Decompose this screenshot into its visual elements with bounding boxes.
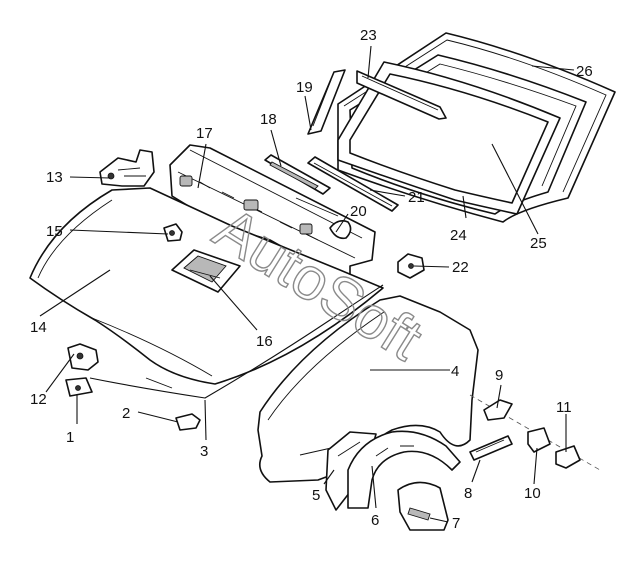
wheel-arch-liner [347,430,461,509]
hood-hinge [99,149,155,187]
hood-scoop [171,249,241,293]
callout-24: 24 [450,227,467,244]
callout-7: 7 [452,515,460,532]
upper-trim-strip [356,70,447,120]
callout-23: 23 [360,27,377,44]
clip-11 [555,445,581,469]
callout-20: 20 [350,203,367,220]
callout-17: 17 [196,125,213,142]
mud-flap [397,481,449,531]
callout-15: 15 [46,223,63,240]
callout-2: 2 [122,405,130,422]
lock-striker [65,377,93,397]
callout-22: 22 [452,259,469,276]
callout-5: 5 [312,487,320,504]
callout-12: 12 [30,391,47,408]
clip-10 [527,427,551,453]
cowl-trim-strip [307,156,399,212]
cowl-vent-grille [329,220,352,240]
callout-4: 4 [451,363,459,380]
callout-26: 26 [576,63,593,80]
hood-release-cable [89,284,384,399]
callout-25: 25 [530,235,547,252]
wiper-deflector [264,154,331,195]
callout-1: 1 [66,429,74,446]
cowl-panel [169,144,376,283]
callout-19: 19 [296,79,313,96]
windshield-frame [337,61,561,215]
callout-18: 18 [260,111,277,128]
callout-21: 21 [408,189,425,206]
hood-latch-bracket [163,223,183,242]
fender-clip [483,399,513,421]
a-pillar-trim [307,69,346,135]
callout-10: 10 [524,485,541,502]
callout-8: 8 [464,485,472,502]
callout-6: 6 [371,512,379,529]
hood-lock [67,343,99,371]
bracket-22 [397,253,425,279]
callout-labels: 1 2 3 4 5 6 7 8 9 10 11 12 13 14 15 16 1… [30,27,593,532]
callout-16: 16 [256,333,273,350]
leader-lines [39,45,575,523]
callout-3: 3 [200,443,208,460]
release-handle [175,413,201,431]
side-repeater [469,435,513,461]
callout-13: 13 [46,169,63,186]
callout-11: 11 [556,399,572,416]
callout-14: 14 [30,319,47,336]
callout-9: 9 [495,367,503,384]
